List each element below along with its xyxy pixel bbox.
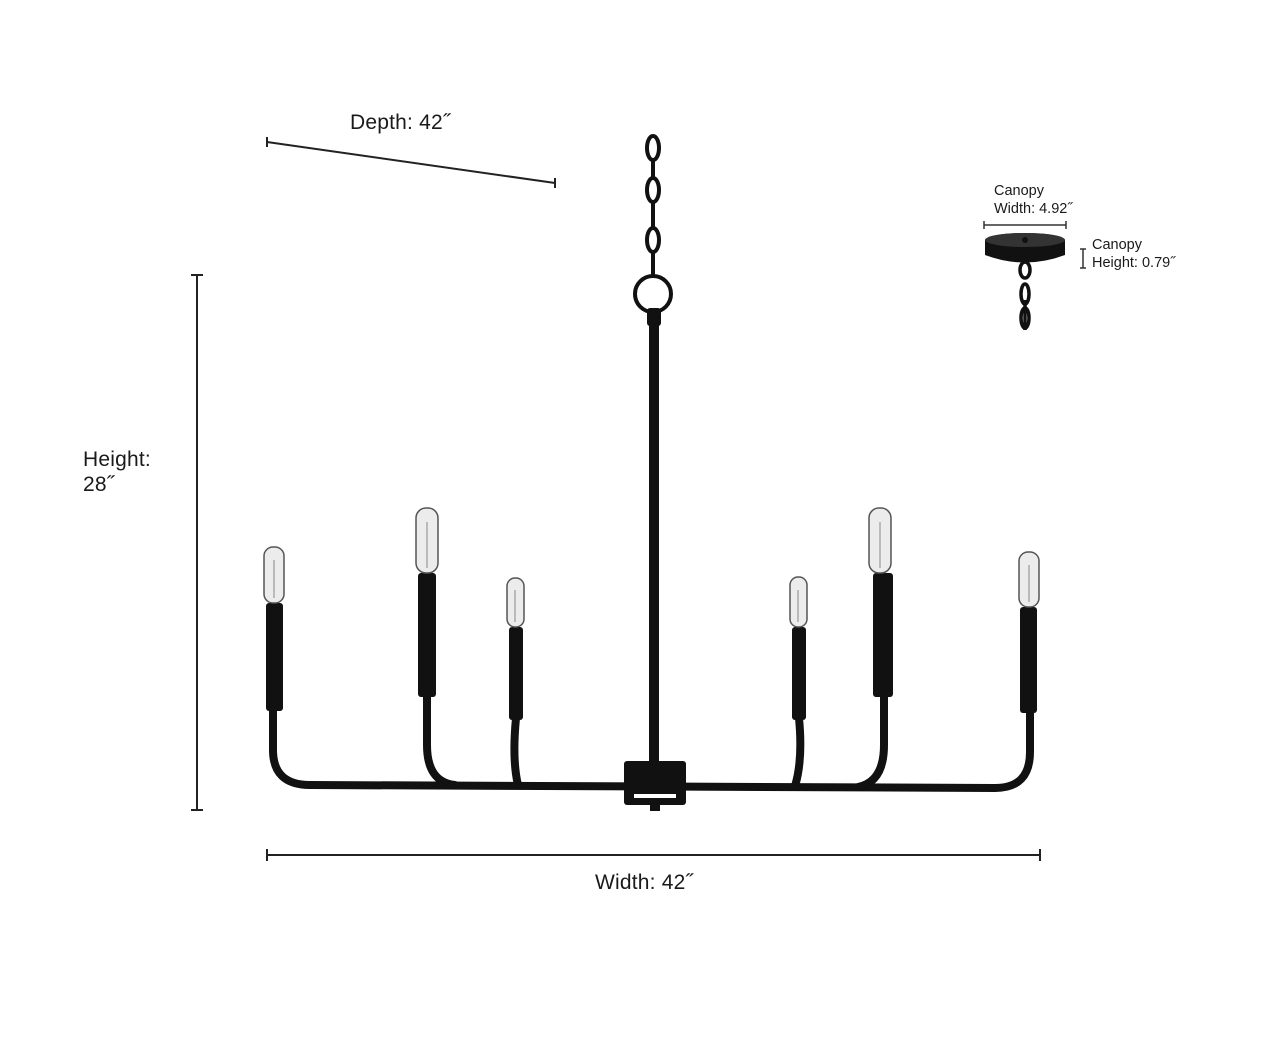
depth-dimension-line xyxy=(266,137,556,188)
bulb-icon xyxy=(263,546,285,604)
bulb-icon xyxy=(1018,551,1040,608)
chain xyxy=(645,134,661,275)
candle-sleeves xyxy=(266,573,1037,720)
canopy-width-label-line2: Width: 4.92˝ xyxy=(994,201,1073,217)
canopy-height-label-line2: Height: 0.79˝ xyxy=(1092,255,1176,271)
center-hub xyxy=(624,761,686,811)
hanging-loop xyxy=(633,274,673,314)
width-label: Width: 42˝ xyxy=(595,871,693,894)
height-dimension-line xyxy=(191,274,203,811)
center-stem xyxy=(647,308,661,764)
bulb-icon xyxy=(789,576,808,628)
height-label: Height: 28˝ xyxy=(83,447,151,497)
width-dimension-line xyxy=(266,849,1041,861)
height-label-line2: 28˝ xyxy=(83,473,114,496)
canopy-detail xyxy=(983,221,1086,330)
canopy-width-label-line1: Canopy xyxy=(994,183,1044,199)
canopy-height-label-line1: Canopy xyxy=(1092,237,1142,253)
bulb-icon xyxy=(415,507,439,574)
canopy-width-label: Canopy Width: 4.92˝ xyxy=(994,182,1072,218)
canopy-plate xyxy=(985,233,1065,263)
bulbs xyxy=(263,507,1040,628)
height-label-line1: Height: xyxy=(83,448,151,471)
bulb-icon xyxy=(868,507,892,574)
canopy-width-line xyxy=(983,221,1067,229)
canopy-chain xyxy=(1018,260,1032,330)
bulb-icon xyxy=(506,577,525,628)
canopy-height-line xyxy=(1080,248,1086,269)
canopy-height-label: Canopy Height: 0.79˝ xyxy=(1092,236,1175,272)
depth-label: Depth: 42˝ xyxy=(350,111,451,134)
